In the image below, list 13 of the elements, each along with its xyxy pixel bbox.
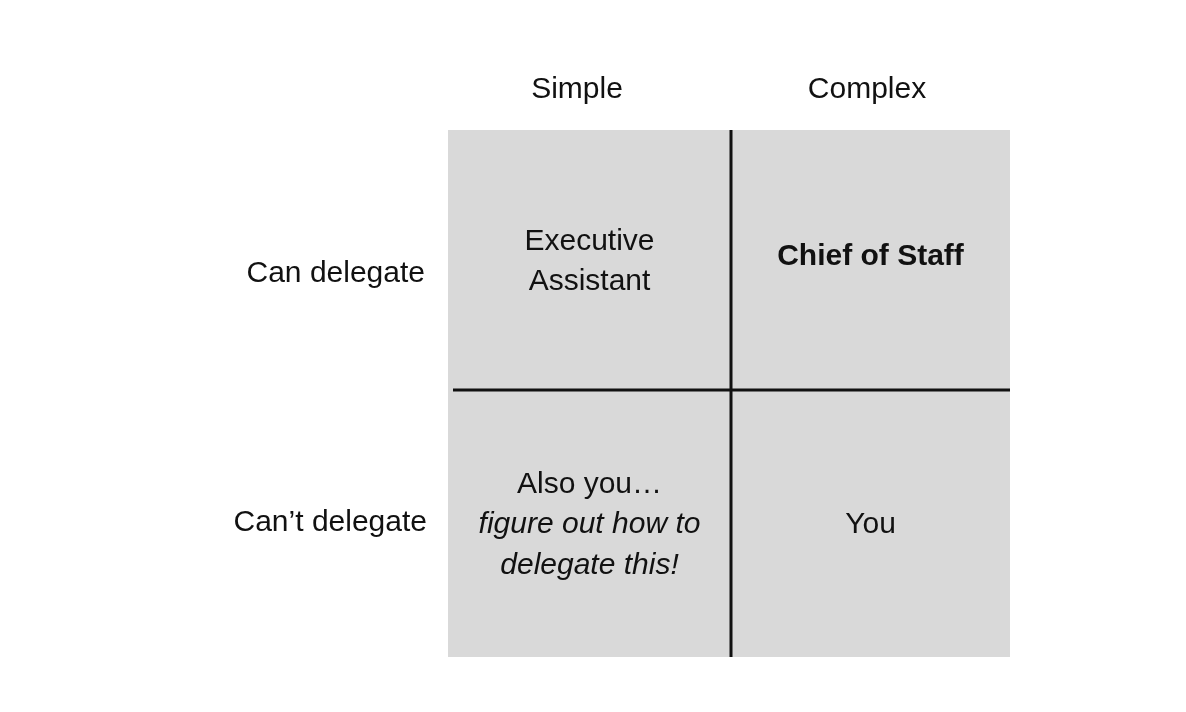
quadrant-text: You (845, 505, 896, 542)
quadrant-text: Also you… (516, 464, 663, 501)
quadrant-text: Executive Assistant (523, 221, 656, 298)
quadrant-text: Chief of Staff (777, 236, 964, 273)
column-header: Simple (531, 71, 623, 105)
column-header: Complex (807, 71, 927, 105)
quadrant-text: figure out how to delegate this! (477, 505, 702, 582)
row-header: Can delegate (246, 255, 425, 289)
quadrant-panel (448, 130, 731, 390)
quadrant-panel (448, 390, 731, 657)
quadrant-panel (731, 130, 1010, 390)
row-header: Can’t delegate (233, 504, 427, 538)
quadrant-panel (731, 390, 1010, 657)
